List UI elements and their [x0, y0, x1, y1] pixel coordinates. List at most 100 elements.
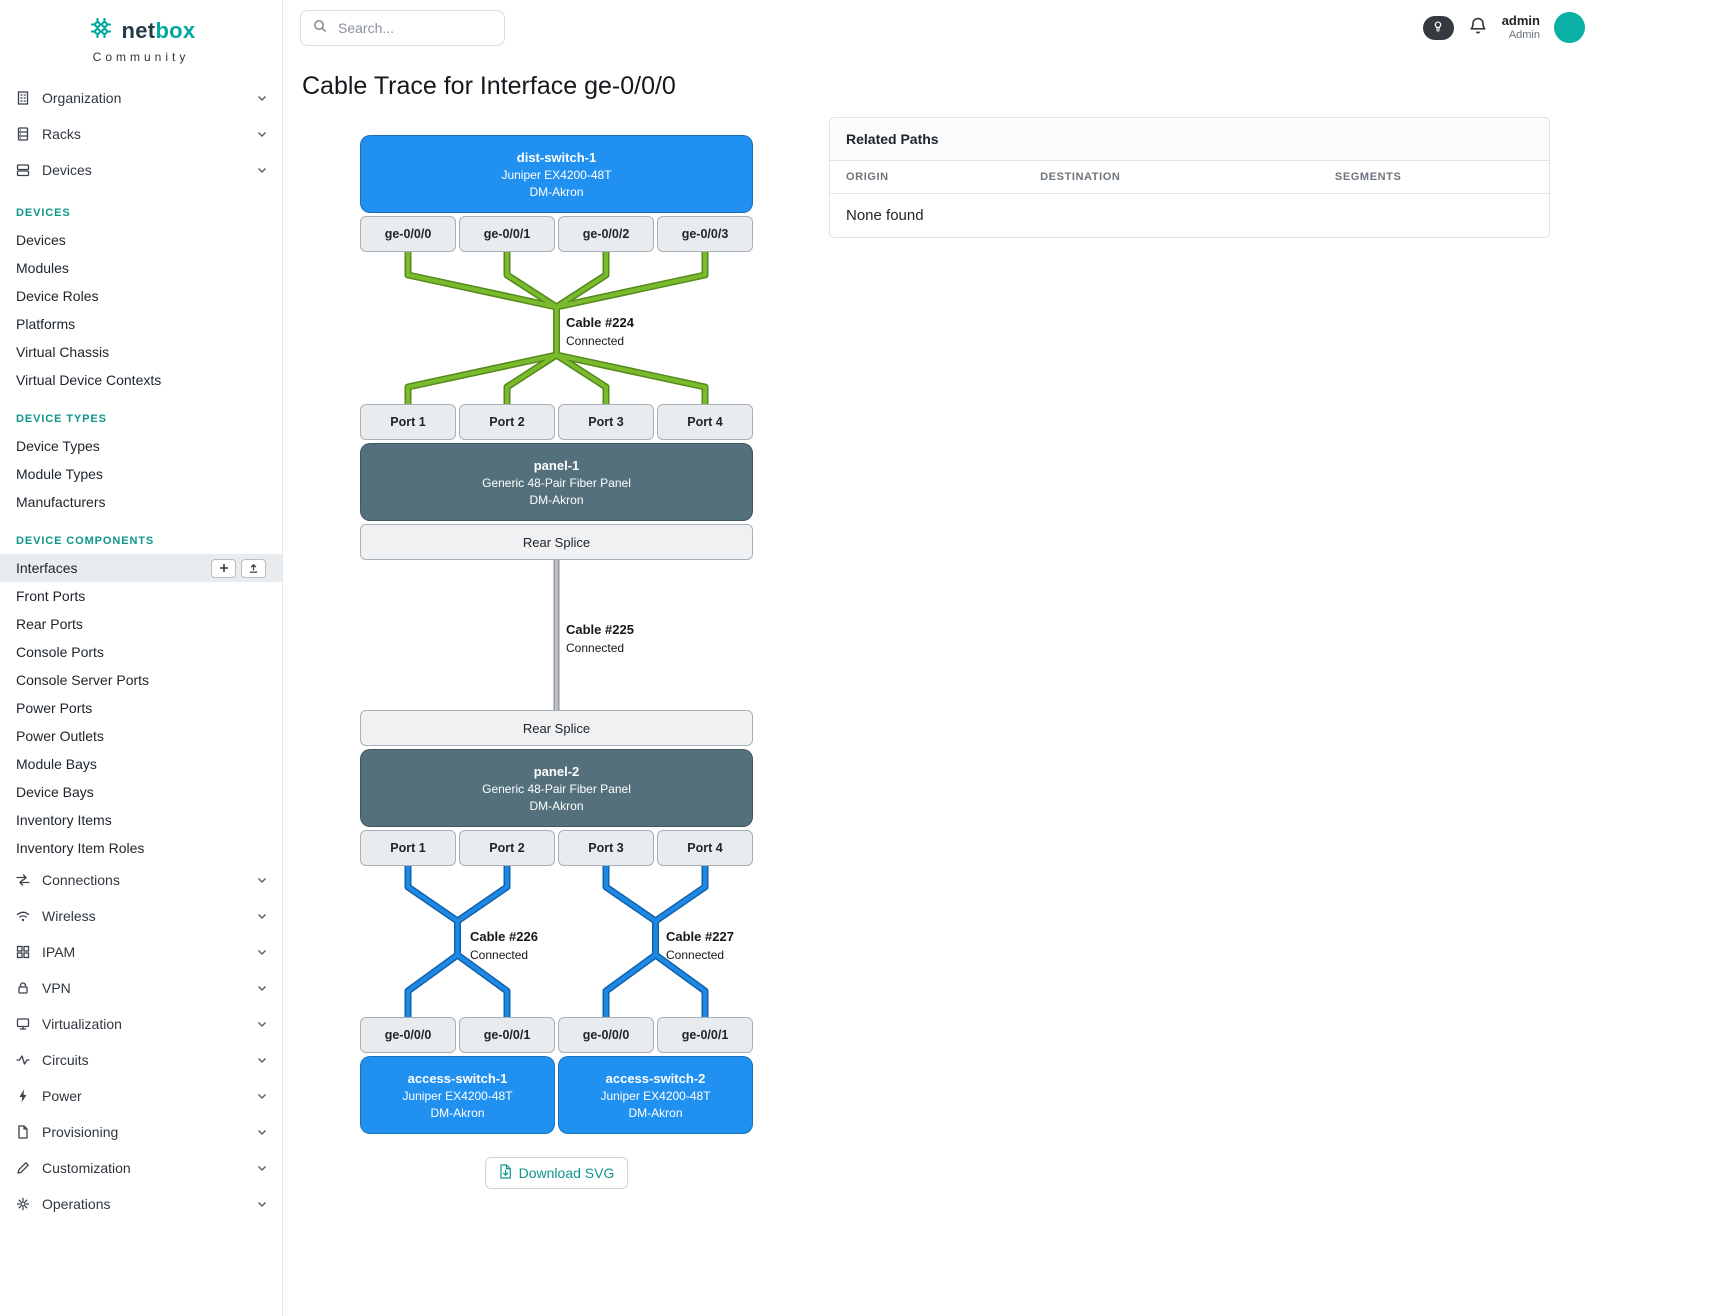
sidebar-item-device-types[interactable]: Device Types [16, 438, 100, 454]
sidebar-item-console-server-ports[interactable]: Console Server Ports [16, 672, 150, 688]
sidebar-item-platforms[interactable]: Platforms [16, 316, 76, 332]
sidebar-group-racks[interactable]: Racks [0, 116, 282, 152]
sidebar-group-circuits[interactable]: Circuits [0, 1042, 282, 1078]
port-as1-ge-0-0-1[interactable]: ge-0/0/1 [459, 1017, 555, 1053]
wireless-icon [14, 908, 32, 924]
panel-1-port-1[interactable]: Port 1 [360, 404, 456, 440]
sidebar-item-power-outlets[interactable]: Power Outlets [16, 728, 104, 744]
sidebar-group-connections[interactable]: Connections [0, 862, 282, 898]
cable-224-link[interactable]: Cable #224 Connected [566, 315, 634, 348]
device-model: Juniper EX4200-48T [402, 1088, 513, 1103]
lightbulb-icon [1431, 19, 1445, 36]
avatar[interactable] [1554, 12, 1585, 43]
port-as2-ge-0-0-0[interactable]: ge-0/0/0 [558, 1017, 654, 1053]
device-name: panel-1 [533, 457, 580, 473]
device-site: DM-Akron [430, 1105, 485, 1120]
port-dist-ge-0-0-1[interactable]: ge-0/0/1 [459, 216, 555, 252]
sidebar-item-inventory-items[interactable]: Inventory Items [16, 812, 112, 828]
circuits-icon [14, 1052, 32, 1068]
sidebar-item-console-ports[interactable]: Console Ports [16, 644, 104, 660]
brand-logo[interactable]: netbox Community [0, 0, 282, 70]
chevron-down-icon [256, 1162, 268, 1174]
sidebar-nav: Organization Racks Devices DEVICES Devic… [0, 80, 282, 1222]
sidebar-group-provisioning[interactable]: Provisioning [0, 1114, 282, 1150]
sidebar-item-power-ports[interactable]: Power Ports [16, 700, 93, 716]
user-menu[interactable]: admin Admin [1502, 13, 1540, 42]
sidebar-item-device-bays[interactable]: Device Bays [16, 784, 94, 800]
sidebar-item-front-ports[interactable]: Front Ports [16, 588, 86, 604]
panel-2-port-1[interactable]: Port 1 [360, 830, 456, 866]
sidebar-group-customization[interactable]: Customization [0, 1150, 282, 1186]
panel-2-port-4[interactable]: Port 4 [657, 830, 753, 866]
sidebar-item-rear-ports[interactable]: Rear Ports [16, 616, 83, 632]
device-site: DM-Akron [529, 184, 584, 199]
sidebar-group-ipam[interactable]: IPAM [0, 934, 282, 970]
column-destination: DESTINATION [1024, 161, 1319, 194]
vpn-lock-icon [14, 980, 32, 996]
sidebar-group-wireless[interactable]: Wireless [0, 898, 282, 934]
port-as2-ge-0-0-1[interactable]: ge-0/0/1 [657, 1017, 753, 1053]
sidebar-group-operations[interactable]: Operations [0, 1186, 282, 1222]
device-box-panel-2[interactable]: panel-2 Generic 48-Pair Fiber Panel DM-A… [360, 749, 753, 827]
search-icon [312, 18, 328, 39]
building-icon [14, 90, 32, 106]
download-svg-button[interactable]: Download SVG [484, 1157, 629, 1189]
cable-225-link[interactable]: Cable #225 Connected [566, 622, 634, 655]
import-button[interactable] [241, 558, 266, 578]
chevron-down-icon [256, 164, 268, 176]
chevron-down-icon [256, 946, 268, 958]
device-box-dist-switch-1[interactable]: dist-switch-1 Juniper EX4200-48T DM-Akro… [360, 135, 753, 213]
gear-icon [14, 1196, 32, 1212]
file-download-icon [499, 1164, 512, 1182]
column-segments: SEGMENTS [1318, 161, 1549, 194]
search-input[interactable] [336, 19, 493, 37]
notifications-button[interactable] [1468, 16, 1488, 39]
cable-227-link[interactable]: Cable #227 Connected [666, 929, 734, 962]
device-box-access-switch-1[interactable]: access-switch-1 Juniper EX4200-48T DM-Ak… [360, 1056, 555, 1134]
add-button[interactable] [211, 558, 236, 578]
panel-1-front-port-row: Port 1 Port 2 Port 3 Port 4 [360, 404, 753, 440]
sidebar-group-label: Virtualization [42, 1016, 122, 1032]
sidebar-item-devices[interactable]: Devices [16, 232, 66, 248]
theme-toggle-button[interactable] [1422, 15, 1454, 40]
cable-trace-diagram: dist-switch-1 Juniper EX4200-48T DM-Akro… [360, 135, 753, 1210]
devices-icon [14, 162, 32, 178]
sidebar-item-device-roles[interactable]: Device Roles [16, 288, 99, 304]
sidebar-item-modules[interactable]: Modules [16, 260, 69, 276]
sidebar-item-virtual-chassis[interactable]: Virtual Chassis [16, 344, 110, 360]
sidebar-item-virtual-device-contexts[interactable]: Virtual Device Contexts [16, 372, 162, 388]
sidebar-group-label: Customization [42, 1160, 131, 1176]
page-title: Cable Trace for Interface ge-0/0/0 [302, 72, 676, 100]
panel-1-port-2[interactable]: Port 2 [459, 404, 555, 440]
sidebar-item-module-types[interactable]: Module Types [16, 466, 103, 482]
chevron-down-icon [256, 910, 268, 922]
panel-2-rear-splice[interactable]: Rear Splice [360, 710, 753, 746]
cable-226-link[interactable]: Cable #226 Connected [470, 929, 538, 962]
brand-tagline: Community [92, 50, 190, 64]
sidebar-item-inventory-item-roles[interactable]: Inventory Item Roles [16, 840, 145, 856]
port-dist-ge-0-0-0[interactable]: ge-0/0/0 [360, 216, 456, 252]
sidebar-group-vpn[interactable]: VPN [0, 970, 282, 1006]
sidebar-item-module-bays[interactable]: Module Bays [16, 756, 97, 772]
panel-1-port-4[interactable]: Port 4 [657, 404, 753, 440]
sidebar-group-organization[interactable]: Organization [0, 80, 282, 116]
sidebar-group-devices[interactable]: Devices [0, 152, 282, 188]
section-title-device-components: DEVICE COMPONENTS [16, 535, 155, 547]
related-paths-card: Related Paths ORIGIN DESTINATION SEGMENT… [829, 117, 1550, 238]
port-dist-ge-0-0-3[interactable]: ge-0/0/3 [657, 216, 753, 252]
sidebar-item-manufacturers[interactable]: Manufacturers [16, 494, 106, 510]
port-as1-ge-0-0-0[interactable]: ge-0/0/0 [360, 1017, 456, 1053]
panel-2-port-2[interactable]: Port 2 [459, 830, 555, 866]
panel-1-rear-splice[interactable]: Rear Splice [360, 524, 753, 560]
port-dist-ge-0-0-2[interactable]: ge-0/0/2 [558, 216, 654, 252]
sidebar-item-interfaces[interactable]: Interfaces [0, 554, 282, 582]
sidebar-group-virtualization[interactable]: Virtualization [0, 1006, 282, 1042]
device-box-panel-1[interactable]: panel-1 Generic 48-Pair Fiber Panel DM-A… [360, 443, 753, 521]
user-bar: admin Admin [1422, 12, 1585, 43]
panel-2-port-3[interactable]: Port 3 [558, 830, 654, 866]
sidebar-group-power[interactable]: Power [0, 1078, 282, 1114]
device-box-access-switch-2[interactable]: access-switch-2 Juniper EX4200-48T DM-Ak… [558, 1056, 753, 1134]
sidebar-group-label: Wireless [42, 908, 96, 924]
panel-1-port-3[interactable]: Port 3 [558, 404, 654, 440]
